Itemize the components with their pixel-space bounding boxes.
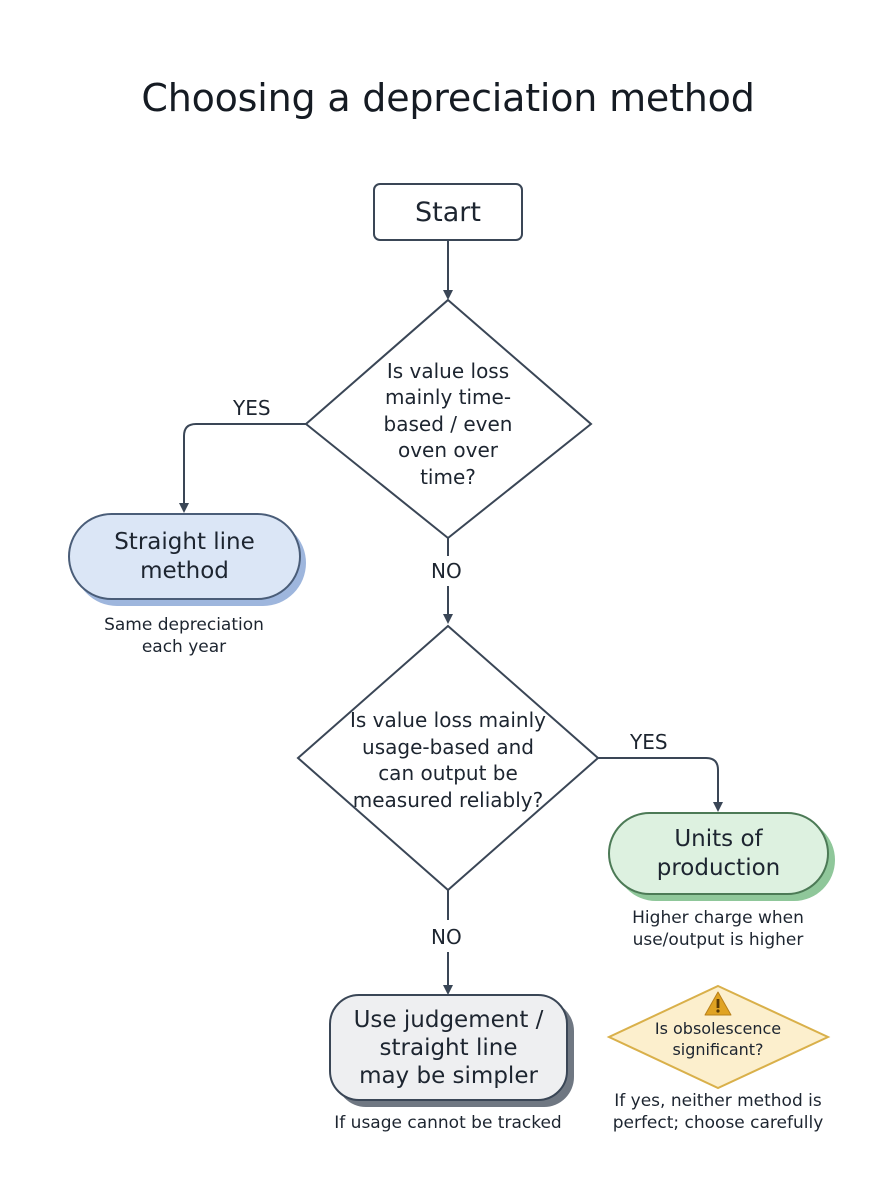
time-no-label: NO [431,559,462,583]
judgement-box [329,994,568,1101]
obsolescence-diamond [606,984,831,1090]
units-production-note: Higher charge when use/output is higher [632,908,804,950]
arrow-usage-yes-to-units [598,757,723,812]
straight-line-pill [68,513,301,600]
obsolescence-question: Is obsolescence significant? [654,1019,782,1059]
usage-decision-diamond [296,624,600,892]
straight-line-label: Straight line method [114,528,255,584]
usage-yes-label: YES [630,730,668,754]
time-yes-label: YES [233,396,271,420]
page-title: Choosing a depreciation method [141,76,755,120]
start-label: Start [415,196,481,228]
usage-no-label: NO [431,925,462,949]
time-decision-question: Is value loss mainly time-based / even o… [383,358,513,489]
obsolescence-note: If yes, neither method is perfect; choos… [612,1091,824,1133]
warning-icon [704,991,732,1016]
judgement-label: Use judgement / straight line may be sim… [353,1006,544,1089]
units-production-pill [608,812,829,895]
judgement-note: If usage cannot be tracked [334,1113,562,1133]
straight-line-note: Same depreciation each year [104,615,264,657]
arrow-time-yes-to-straight-line [179,423,306,513]
time-decision-diamond [304,298,593,540]
start-box [373,183,523,241]
units-production-label: Units of production [656,825,781,881]
usage-decision-question: Is value loss mainly usage-based and can… [349,708,546,812]
